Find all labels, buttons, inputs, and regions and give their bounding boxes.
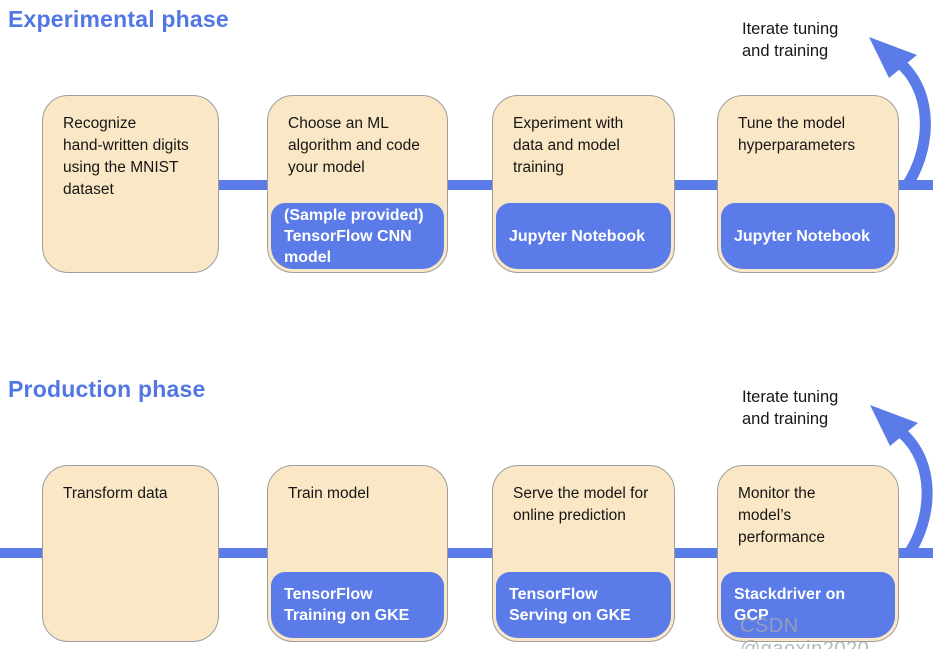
- production-step-serve-model: Serve the model for online prediction Te…: [492, 465, 675, 642]
- experimental-phase-title: Experimental phase: [8, 6, 229, 32]
- tool-label-stackdriver-gcp: Stackdriver on GCP: [721, 572, 895, 638]
- production-step-transform-data: Transform data: [42, 465, 219, 642]
- tool-label-tensorflow-training-gke: TensorFlow Training on GKE: [271, 572, 444, 638]
- production-flow-line: [0, 548, 933, 558]
- production-phase-title: Production phase: [8, 376, 206, 402]
- experimental-iterate-label: Iterate tuning and training: [742, 20, 839, 60]
- production-iterate-label: Iterate tuning and training: [742, 388, 839, 428]
- experimental-step-tune-hyperparameters: Tune the model hyperparameters Jupyter N…: [717, 95, 899, 273]
- tool-label-tensorflow-cnn: (Sample provided) TensorFlow CNN model: [271, 203, 444, 269]
- experimental-step-choose-algorithm: Choose an ML algorithm and code your mod…: [267, 95, 448, 273]
- production-step-train-model: Train model TensorFlow Training on GKE: [267, 465, 448, 642]
- step-text: Monitor the model’s performance: [738, 485, 826, 546]
- production-step-monitor-performance: Monitor the model’s performance Stackdri…: [717, 465, 899, 642]
- csdn-watermark: CSDN @gaoxin2020: [740, 615, 870, 649]
- step-text: Experiment with data and model training: [513, 115, 624, 176]
- step-text: Recognize hand-written digits using the …: [63, 115, 189, 198]
- step-text: Tune the model hyperparameters: [738, 115, 856, 154]
- step-text: Choose an ML algorithm and code your mod…: [288, 115, 420, 176]
- step-text: Transform data: [63, 485, 168, 502]
- step-text: Train model: [288, 485, 370, 502]
- tool-label-tensorflow-serving-gke: TensorFlow Serving on GKE: [496, 572, 671, 638]
- experimental-step-recognize-digits: Recognize hand-written digits using the …: [42, 95, 219, 273]
- tool-label-jupyter-notebook: Jupyter Notebook: [496, 203, 671, 269]
- step-text: Serve the model for online prediction: [513, 485, 649, 524]
- experimental-step-experiment-training: Experiment with data and model training …: [492, 95, 675, 273]
- tool-label-jupyter-notebook: Jupyter Notebook: [721, 203, 895, 269]
